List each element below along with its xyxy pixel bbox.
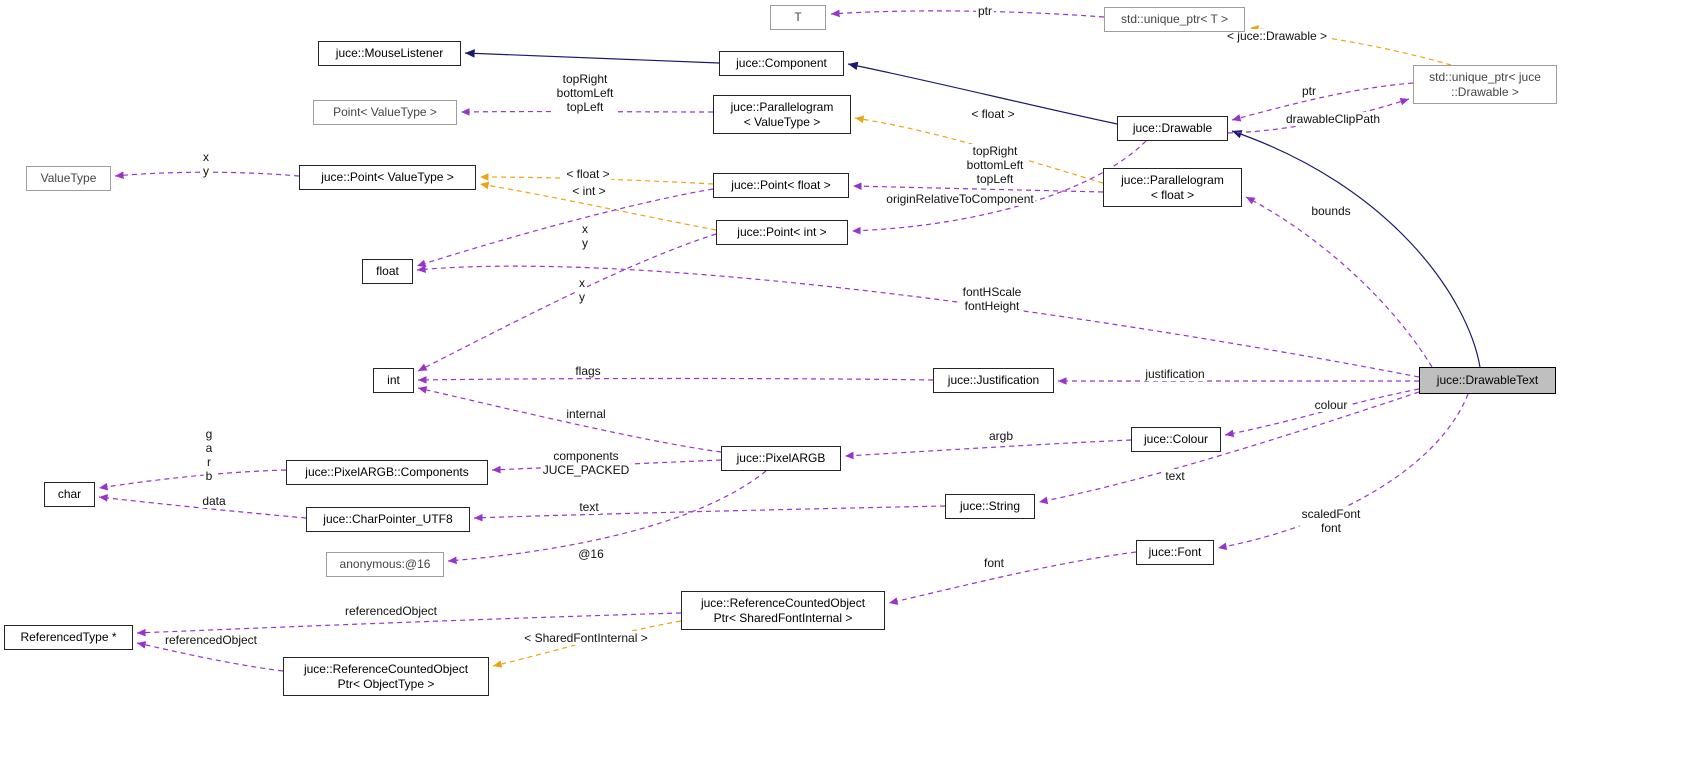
edge-usage-data bbox=[98, 494, 307, 519]
edge-label-colour: colour bbox=[1312, 398, 1350, 412]
edge-usage-point-int-xy bbox=[417, 233, 717, 372]
node-Point-ValueType: Point< ValueType > bbox=[313, 100, 457, 125]
edge-label-justification: justification bbox=[1143, 367, 1207, 381]
edge-label-argb: argb bbox=[986, 429, 1016, 443]
edge-usage-argb bbox=[844, 439, 1132, 460]
edge-label-data: data bbox=[200, 494, 228, 508]
node-juce-PixelARGB[interactable]: juce::PixelARGB bbox=[721, 446, 841, 471]
edge-usage-string-text bbox=[473, 505, 946, 522]
node-anonymous-16: anonymous:@16 bbox=[326, 552, 444, 577]
node-juce-Drawable[interactable]: juce::Drawable bbox=[1117, 116, 1228, 141]
edge-label-parallelogram-vt-points: topRight bottomLeft topLeft bbox=[554, 72, 616, 114]
node-juce-Point-ValueType[interactable]: juce::Point< ValueType > bbox=[299, 165, 476, 190]
edge-label-referenced-object-objecttype: referencedObject bbox=[162, 633, 260, 647]
node-juce-Colour[interactable]: juce::Colour bbox=[1131, 427, 1221, 452]
node-char: char bbox=[44, 482, 95, 507]
edge-usage-bounds bbox=[1245, 196, 1433, 368]
node-juce-DrawableText: juce::DrawableText bbox=[1419, 367, 1556, 394]
edge-label-origin-relative: originRelativeToComponent bbox=[884, 192, 1036, 206]
edge-usage-flags bbox=[417, 376, 934, 384]
edge-label-components: components JUCE_PACKED bbox=[540, 449, 632, 477]
edge-label-template-float: < float > bbox=[564, 167, 612, 181]
edge-label-fonthscale: fontHScale fontHeight bbox=[960, 285, 1024, 313]
node-juce-Point-int[interactable]: juce::Point< int > bbox=[716, 220, 848, 245]
edge-usage-referenced-object-objecttype bbox=[136, 641, 284, 672]
edge-label-parallelogram-float-points: topRight bottomLeft topLeft bbox=[964, 144, 1026, 186]
edge-label-internal: internal bbox=[564, 407, 608, 421]
edge-usage-ptr-t bbox=[830, 9, 1105, 18]
node-juce-Component[interactable]: juce::Component bbox=[719, 51, 844, 76]
node-std-unique-ptr-T: std::unique_ptr< T > bbox=[1104, 7, 1245, 32]
node-juce-Font[interactable]: juce::Font bbox=[1136, 540, 1214, 565]
edge-label-point-int-xy: x y bbox=[577, 276, 587, 304]
node-juce-RefCountedObjectPtr-SharedFontInternal[interactable]: juce::ReferenceCountedObject Ptr< Shared… bbox=[681, 591, 885, 630]
node-juce-Justification[interactable]: juce::Justification bbox=[933, 368, 1054, 393]
node-juce-Parallelogram-ValueType[interactable]: juce::Parallelogram < ValueType > bbox=[713, 95, 851, 134]
edge-usage-at16 bbox=[447, 470, 767, 565]
edge-label-referenced-object-sfi: referencedObject bbox=[342, 604, 440, 618]
edge-usage-scaledfont bbox=[1217, 393, 1469, 551]
edge-label-template-sharedfontinternal: < SharedFontInternal > bbox=[522, 631, 650, 645]
node-juce-Point-float[interactable]: juce::Point< float > bbox=[713, 173, 849, 198]
edge-label-font: font bbox=[981, 556, 1007, 570]
node-float: float bbox=[362, 259, 413, 284]
edge-label-at16: @16 bbox=[576, 547, 606, 561]
edge-usage-font bbox=[888, 551, 1137, 605]
node-juce-PixelARGB-Components[interactable]: juce::PixelARGB::Components bbox=[286, 460, 488, 485]
edge-usage-drawable-clip-path bbox=[1227, 97, 1410, 134]
node-T: T bbox=[770, 5, 826, 30]
edge-usage-parallelogram-float-points bbox=[852, 182, 1104, 193]
edge-label-template-parallelogram-float: < float > bbox=[969, 107, 1017, 121]
node-juce-RefCountedObjectPtr-ObjectType[interactable]: juce::ReferenceCountedObject Ptr< Object… bbox=[283, 657, 489, 696]
node-int: int bbox=[373, 368, 414, 393]
edge-template-unique-ptr-drawable bbox=[1249, 25, 1452, 66]
edge-label-scaledfont: scaledFont font bbox=[1299, 507, 1363, 535]
edge-usage-drawabletext-text bbox=[1038, 391, 1420, 505]
node-juce-String[interactable]: juce::String bbox=[945, 494, 1035, 519]
edge-usage-colour bbox=[1224, 388, 1420, 438]
node-juce-Parallelogram-float[interactable]: juce::Parallelogram < float > bbox=[1103, 168, 1242, 207]
edge-label-ptr-right: ptr bbox=[1299, 84, 1319, 98]
edge-label-flags: flags bbox=[573, 364, 603, 378]
edge-usage-unique-ptr-drawable-ptr bbox=[1231, 82, 1414, 122]
edge-label-ptr-top: ptr bbox=[975, 4, 995, 18]
node-ValueType: ValueType bbox=[26, 166, 111, 191]
edge-template-point-int bbox=[479, 181, 717, 231]
edge-label-bounds: bounds bbox=[1309, 204, 1353, 218]
edge-label-string-text: text bbox=[577, 500, 601, 514]
edge-usage-garb bbox=[98, 469, 287, 491]
node-ReferencedType-ptr: ReferencedType * bbox=[4, 625, 133, 650]
edge-label-drawabletext-text: text bbox=[1163, 469, 1187, 483]
edge-label-point-vt-xy: x y bbox=[201, 150, 211, 178]
node-juce-MouseListener[interactable]: juce::MouseListener bbox=[318, 41, 461, 66]
edge-usage-point-float-xy bbox=[416, 188, 714, 268]
edge-usage-internal bbox=[417, 386, 722, 453]
edge-usage-fonthscale bbox=[416, 265, 1420, 378]
edge-usage-referenced-object-sfi bbox=[136, 612, 682, 637]
edge-label-garb: g a r b bbox=[203, 427, 215, 483]
edge-usage-components bbox=[491, 459, 722, 474]
edge-label-point-float-xy: x y bbox=[580, 222, 590, 250]
node-std-unique-ptr-juce-Drawable: std::unique_ptr< juce ::Drawable > bbox=[1413, 65, 1557, 104]
edge-inherit-component-mouselistener bbox=[464, 49, 720, 64]
edge-inherit-drawable-component bbox=[847, 61, 1118, 125]
edge-label-drawable-clip-path: drawableClipPath bbox=[1283, 112, 1383, 126]
edge-usage-origin-relative bbox=[851, 140, 1147, 235]
node-juce-CharPointer-UTF8[interactable]: juce::CharPointer_UTF8 bbox=[306, 507, 470, 532]
edge-label-template-int: < int > bbox=[570, 184, 608, 198]
edge-inherit-drawabletext-drawable bbox=[1231, 130, 1481, 368]
